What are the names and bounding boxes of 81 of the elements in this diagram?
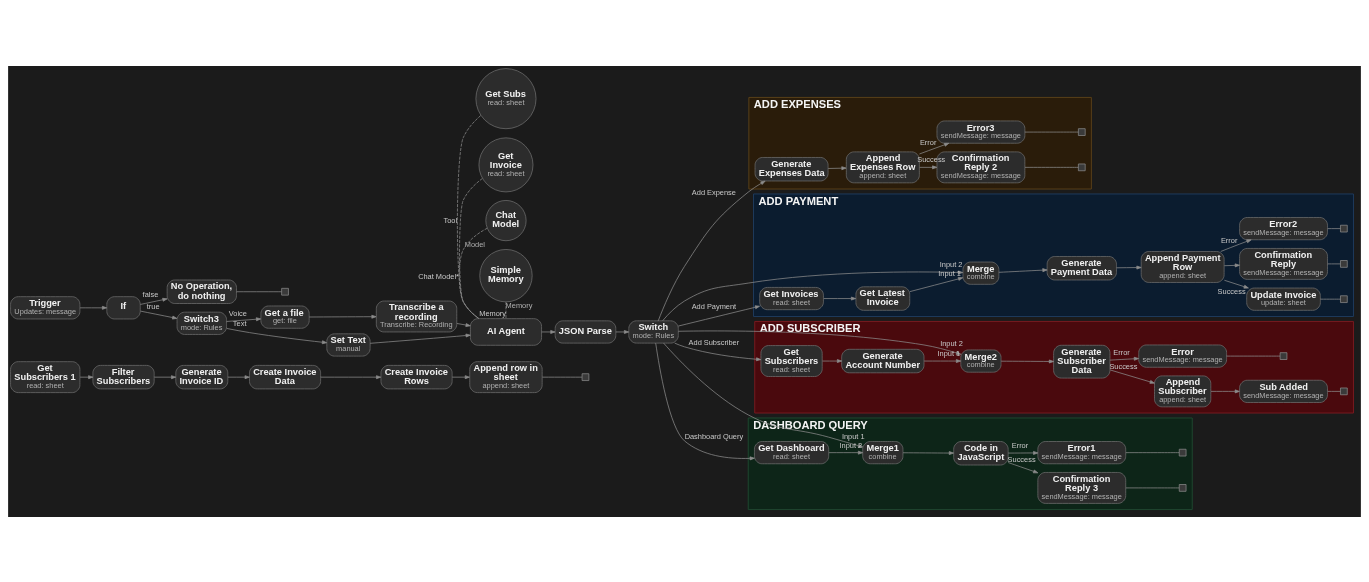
connector <box>457 114 482 319</box>
node-box: Create Invoice Data <box>249 364 321 389</box>
connector <box>459 177 483 319</box>
node-box <box>1340 294 1348 303</box>
arrow <box>1224 263 1240 267</box>
arrow <box>154 374 177 379</box>
node-box: Generate Subscriber Data <box>1053 344 1111 378</box>
arrow <box>909 276 964 292</box>
arrow <box>1109 369 1155 384</box>
arrow <box>823 296 857 300</box>
connector <box>1125 487 1180 488</box>
node-box <box>281 287 289 295</box>
arrow <box>655 342 755 460</box>
arrow <box>226 327 328 344</box>
arrow <box>822 358 843 363</box>
arrow <box>674 342 762 361</box>
arrow <box>998 267 1048 273</box>
connector <box>1024 166 1079 168</box>
arrow <box>1109 356 1139 361</box>
arrow <box>1210 389 1240 393</box>
arrow <box>79 374 94 379</box>
arrow <box>919 164 938 169</box>
arrow <box>320 374 382 379</box>
arrow <box>828 450 863 455</box>
connector <box>1024 131 1079 132</box>
node-box <box>1078 127 1086 136</box>
arrow <box>919 142 950 154</box>
arrow <box>657 180 766 321</box>
arrow <box>139 297 168 305</box>
connector <box>1320 298 1341 300</box>
node-box <box>1340 387 1348 395</box>
arrow <box>456 322 471 327</box>
node-circle: Simple Memory <box>479 248 533 302</box>
connector <box>1327 263 1341 264</box>
node-box <box>1078 163 1086 171</box>
connector <box>1327 390 1341 392</box>
node-box <box>1340 259 1348 268</box>
node-box: Code in JavaScript <box>953 440 1009 465</box>
connector <box>1226 355 1281 356</box>
arrow <box>677 304 760 326</box>
node-box: Generate Payment Data <box>1046 255 1117 280</box>
arrow <box>827 165 847 170</box>
node-box: AI Agent <box>470 317 542 346</box>
node-box <box>1279 351 1288 360</box>
arrow <box>1220 238 1252 252</box>
arrow <box>369 333 471 344</box>
connector <box>505 301 507 319</box>
node-box: JSON Parse <box>554 319 617 343</box>
arrow <box>615 329 630 334</box>
node-box: If <box>106 295 141 319</box>
arrow <box>902 450 954 455</box>
arrow <box>226 316 262 322</box>
arrow <box>451 374 470 379</box>
node-box: Filter Subscribers <box>92 364 155 389</box>
arrow <box>308 314 377 319</box>
connector <box>236 290 282 292</box>
node-box: Generate Account Number <box>841 348 925 373</box>
node-box <box>1178 483 1187 492</box>
arrow <box>923 358 962 363</box>
node-box: Create Invoice Rows <box>380 364 453 389</box>
arrow <box>79 305 108 310</box>
arrow <box>139 310 178 319</box>
connector <box>541 376 583 377</box>
arrow <box>227 374 250 379</box>
node-box: Generate Invoice ID <box>175 364 229 389</box>
arrow <box>1007 461 1039 473</box>
connector <box>1327 227 1341 229</box>
node-box: Generate Expenses Data <box>754 156 829 181</box>
node-box <box>1178 448 1187 456</box>
connector <box>1125 451 1180 453</box>
node-box <box>1340 224 1348 232</box>
arrow <box>1000 359 1054 363</box>
node-box <box>581 372 590 381</box>
node-box: No Operation, do nothing <box>166 279 237 304</box>
arrow <box>1007 450 1039 455</box>
arrow <box>1224 279 1249 288</box>
connector <box>458 227 488 319</box>
arrow <box>1116 265 1142 269</box>
node-box: Get Latest Invoice <box>855 285 911 311</box>
node-circle: Chat Model <box>485 199 527 241</box>
arrow <box>541 329 556 334</box>
